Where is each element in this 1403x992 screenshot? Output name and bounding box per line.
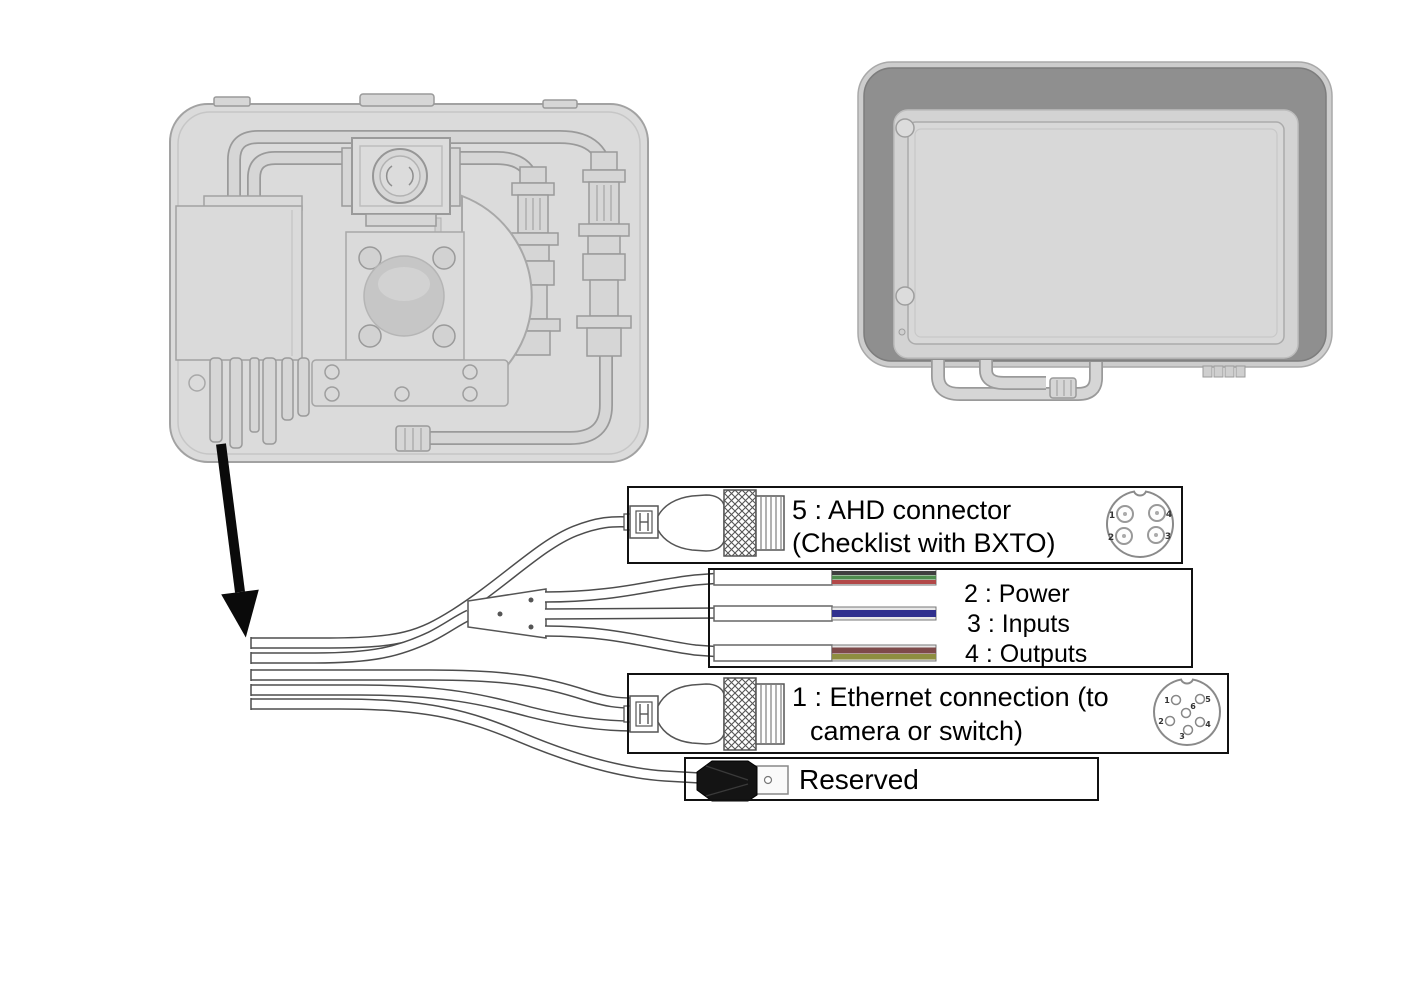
ethernet-label-line1: 1 : Ethernet connection (to [792,682,1109,712]
pin-label: 3 [1165,532,1171,542]
pin-label: 5 [1205,695,1211,704]
pin-label: 1 [1164,696,1170,705]
ethernet-label-line2: camera or switch) [810,716,1024,746]
pin-label: 6 [1190,702,1196,711]
side-connector-stack [576,151,632,357]
center-mount [345,194,533,400]
control-unit-illustration [169,93,649,463]
callout-power-io: 2 : Power 3 : Inputs 4 : Outputs [708,568,1193,668]
wire-outputs [713,644,937,662]
inputs-label: 3 : Inputs [967,610,1070,638]
bezel-dot [898,328,906,336]
callout-ahd-connector: 5 : AHD connector (Checklist with BXTO) [627,486,1183,564]
cable-splitter [467,588,547,639]
top-mount-tabs [213,93,578,109]
ahd-pinout: 1 4 2 3 [1106,490,1174,558]
monitor-illustration [857,61,1333,401]
reserved-plug [696,760,789,802]
callout-ethernet-connection: 1 : Ethernet connection (to camera or sw… [627,673,1229,754]
cable-harness [250,515,723,784]
pin-label: 4 [1205,720,1211,729]
ethernet-pinout: 1 5 6 2 4 3 [1153,678,1221,746]
cable-breakout-arrow [216,443,259,638]
bezel-screw [895,118,915,138]
monitor-screen [907,121,1285,345]
outputs-label: 4 : Outputs [965,640,1088,668]
top-bracket-connector [341,137,461,227]
cable-strands [209,357,310,449]
ahd-label-line2: (Checklist with BXTO) [792,528,1056,558]
pin-label: 2 [1158,717,1164,726]
power-label: 2 : Power [964,580,1070,608]
bottom-plate [311,359,509,407]
pin-label: 1 [1109,511,1115,521]
ahd-label-line1: 5 : AHD connector [792,495,1012,525]
pin-label: 2 [1108,533,1114,543]
wire-inputs [713,605,937,622]
braided-ring [723,489,757,557]
pin-label: 4 [1166,510,1172,520]
bezel-screw [895,286,915,306]
callout-reserved: Reserved [684,757,1099,801]
monitor-cable-loop [931,360,1103,401]
ethernet-plug [623,677,785,751]
pin-label: 3 [1179,732,1185,741]
monitor-buttons [1202,365,1246,378]
reserved-label: Reserved [799,764,919,795]
